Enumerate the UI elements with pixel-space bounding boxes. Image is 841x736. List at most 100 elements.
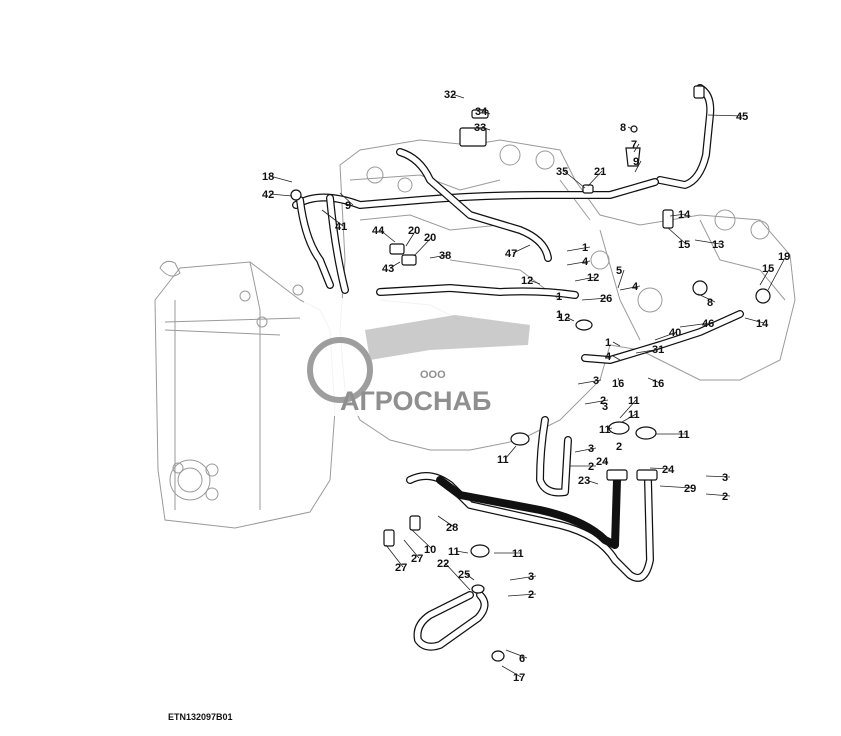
callout-leader — [635, 348, 661, 354]
callout-leader — [617, 269, 625, 289]
callout-2: 2 — [616, 441, 622, 453]
callout-leader — [501, 665, 522, 678]
callout-1: 1 — [605, 337, 611, 349]
callout-leader — [269, 193, 293, 197]
callout-1: 1 — [556, 309, 562, 321]
callout-12: 12 — [587, 272, 599, 284]
hose-assemblies — [292, 84, 744, 651]
callout-leader — [634, 160, 642, 173]
callout-leader — [617, 377, 621, 384]
callout-leader — [512, 244, 531, 254]
callout-4: 4 — [632, 281, 639, 293]
callout-22: 22 — [437, 558, 449, 570]
callout-11: 11 — [628, 409, 640, 421]
watermark-brand: АГРОСНАБ — [340, 386, 491, 416]
callout-leader — [574, 447, 597, 453]
callout-leader — [744, 317, 765, 324]
callout-47: 47 — [505, 248, 517, 260]
callout-leader — [612, 355, 621, 361]
callout-18: 18 — [262, 171, 274, 183]
callout-1: 1 — [556, 291, 562, 303]
callout-leader — [603, 460, 609, 463]
callout-13: 13 — [712, 239, 724, 251]
callout-46: 46 — [702, 318, 714, 330]
callout-leader — [389, 261, 401, 269]
callout-leader — [444, 562, 471, 591]
callout-34: 34 — [475, 106, 488, 118]
callout-9: 9 — [345, 200, 351, 212]
callout-25: 25 — [458, 569, 470, 581]
callout-44: 44 — [372, 225, 385, 237]
callout-32: 32 — [444, 89, 456, 101]
callout-leader — [659, 485, 693, 489]
callout-leader — [633, 143, 640, 153]
callout-4: 4 — [582, 256, 589, 268]
callout-3: 3 — [528, 571, 534, 583]
callout-leader — [577, 379, 602, 385]
callout-leader — [403, 539, 420, 559]
callout-leader — [405, 229, 417, 247]
callout-leader — [647, 377, 661, 384]
callout-leader — [619, 399, 637, 419]
callout-35: 35 — [556, 166, 568, 178]
callout-28: 28 — [446, 522, 458, 534]
callout-23: 23 — [578, 475, 590, 487]
callout-leader — [707, 114, 745, 117]
callout-42: 42 — [262, 189, 274, 201]
callout-3: 3 — [602, 401, 608, 413]
callout-leader — [481, 126, 491, 131]
callout-leader — [413, 236, 433, 257]
callout-15: 15 — [678, 239, 690, 251]
callout-14: 14 — [678, 209, 691, 221]
callout-leader — [269, 175, 293, 183]
callout-leader — [566, 260, 591, 266]
callout-6: 6 — [519, 653, 525, 665]
callout-leader — [705, 475, 731, 478]
callout-12: 12 — [521, 275, 533, 287]
callout-leader — [339, 192, 354, 206]
callout-leader — [585, 479, 599, 485]
callout-leader — [451, 93, 465, 99]
callout-5: 5 — [616, 265, 622, 277]
callout-17: 17 — [513, 672, 525, 684]
callout-14: 14 — [756, 318, 769, 330]
callout-leader — [566, 246, 591, 252]
callout-26: 26 — [600, 293, 612, 305]
fittings-and-clamps — [290, 85, 771, 662]
callout-9: 9 — [633, 156, 639, 168]
callout-3: 3 — [722, 472, 728, 484]
callout-8: 8 — [707, 297, 713, 309]
callout-leader — [679, 322, 711, 328]
callout-leader — [627, 126, 633, 130]
callout-leader — [705, 493, 731, 497]
callout-leader — [455, 550, 469, 554]
callout-3: 3 — [593, 375, 599, 387]
watermark: ООО АГРОСНАБ — [304, 298, 536, 416]
callout-45: 45 — [736, 111, 748, 123]
callout-24: 24 — [662, 464, 675, 476]
callout-20: 20 — [408, 225, 420, 237]
callout-leader-lines — [269, 93, 787, 678]
callout-leader — [565, 316, 575, 322]
callout-leader — [321, 209, 344, 227]
callout-7: 7 — [631, 139, 637, 151]
callout-leader — [606, 427, 613, 430]
callout-2: 2 — [528, 589, 534, 601]
callout-2: 2 — [600, 395, 606, 407]
callout-leader — [385, 544, 404, 568]
callout-40: 40 — [669, 327, 681, 339]
callout-33: 33 — [474, 122, 486, 134]
callout-leader — [528, 279, 541, 285]
callout-43: 43 — [382, 263, 394, 275]
callout-10: 10 — [424, 544, 436, 556]
callout-leader — [612, 341, 621, 347]
callout-leader — [584, 399, 609, 405]
callout-2: 2 — [722, 491, 728, 503]
callout-leader — [379, 229, 396, 243]
callout-11: 11 — [599, 424, 611, 436]
callout-leader — [429, 254, 448, 259]
tractor-body-outline — [154, 139, 796, 529]
callout-leader — [437, 515, 455, 528]
callout-leader — [767, 255, 787, 291]
